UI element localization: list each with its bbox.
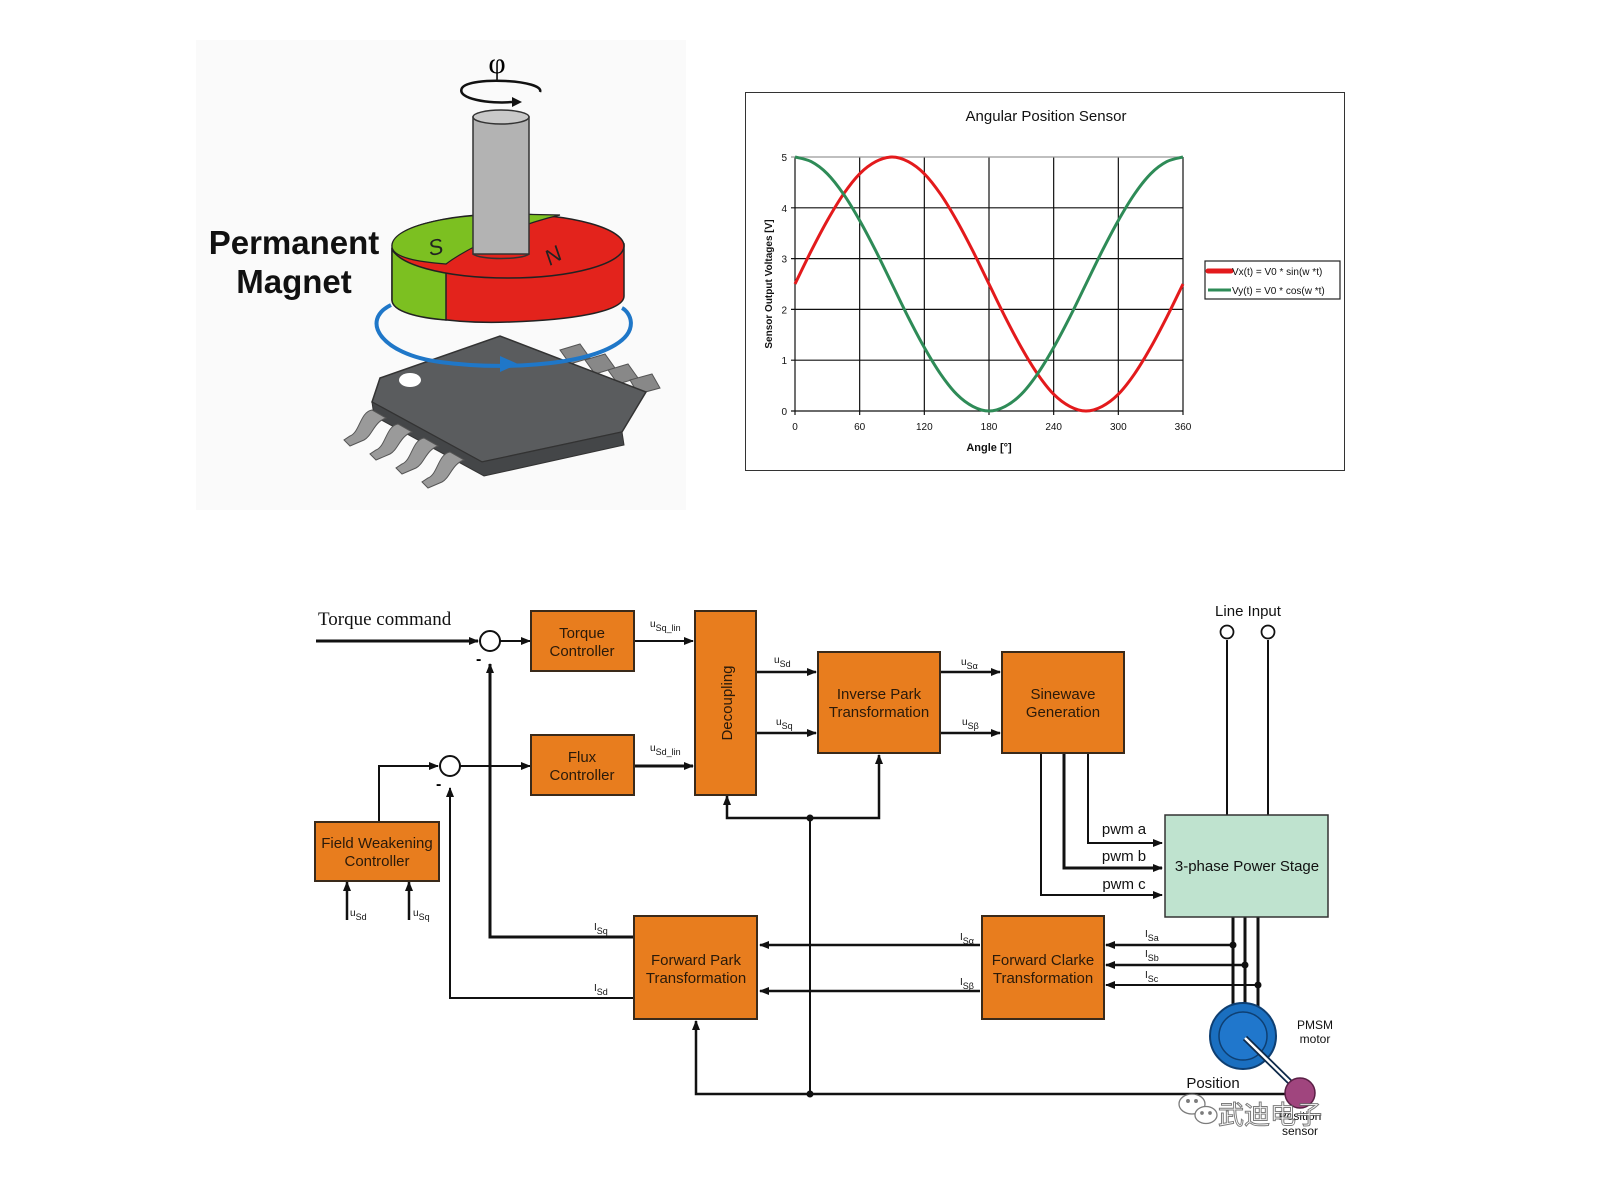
series-line-vx	[793, 155, 1185, 413]
phi-symbol: φ	[488, 47, 505, 80]
legend-box	[1204, 260, 1341, 300]
x-axis-label: Angle [°]	[966, 442, 1012, 454]
x-tick-label: 120	[916, 422, 933, 433]
chart-grid	[791, 156, 1184, 415]
y-tick-label: 0	[781, 407, 787, 418]
field-rotation-ring	[374, 303, 633, 372]
rotation-arrow-icon	[460, 79, 542, 107]
y-tick-label: 4	[781, 204, 787, 215]
chart-series	[793, 155, 1185, 413]
chart-ticks: 0 60 120 180 240 300 360 0 1 2 3 4 5	[781, 153, 1191, 433]
x-tick-label: 180	[981, 422, 998, 433]
y-axis-label: Sensor Output Voltages [V]	[764, 219, 775, 348]
shaft	[472, 109, 530, 260]
x-tick-label: 360	[1175, 422, 1192, 433]
y-tick-label: 2	[781, 305, 787, 316]
y-tick-label: 5	[781, 153, 787, 164]
magnet-label-line1: Permanent	[209, 224, 380, 261]
chart-legend: Vx(t) = V0 * sin(w *t) Vy(t) = V0 * cos(…	[1204, 260, 1341, 300]
x-tick-label: 300	[1110, 422, 1127, 433]
series-line-vy	[794, 155, 1184, 413]
x-tick-label: 0	[792, 422, 798, 433]
y-tick-label: 1	[781, 356, 787, 367]
x-tick-label: 240	[1045, 422, 1062, 433]
magnet-label-line2: Magnet	[236, 263, 352, 300]
legend-label-vx: Vx(t) = V0 * sin(w *t)	[1232, 267, 1322, 278]
south-pole-label: S	[426, 233, 446, 261]
x-tick-label: 60	[854, 422, 866, 433]
y-tick-label: 3	[781, 255, 787, 266]
legend-label-vy: Vy(t) = V0 * cos(w *t)	[1232, 286, 1325, 297]
chart-title: Angular Position Sensor	[966, 108, 1127, 125]
